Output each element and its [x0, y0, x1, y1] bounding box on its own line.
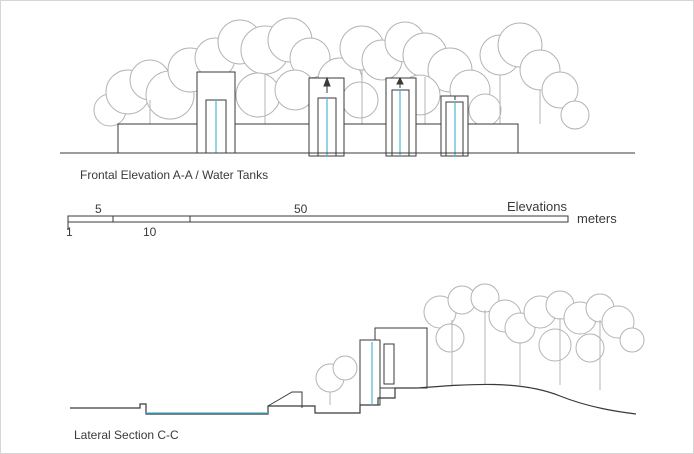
lateral-section-caption: Lateral Section C-C — [74, 428, 179, 442]
lateral-tree-trunks — [329, 310, 601, 405]
lateral-section — [70, 283, 645, 415]
scale-bar-tick-10: 10 — [143, 225, 157, 239]
frontal-tree-canopy — [93, 17, 590, 130]
scale-bar-tick-1: 1 — [66, 225, 73, 239]
lateral-building — [359, 327, 428, 406]
scale-bar-tick-5: 5 — [95, 202, 102, 216]
scale-bar-unit: meters — [577, 211, 617, 226]
scale-bar-tick-50: 50 — [294, 202, 308, 216]
lateral-water — [146, 342, 373, 414]
lateral-ground-profile — [70, 383, 637, 415]
scale-bar-title: Elevations — [507, 199, 567, 214]
frontal-water-lines — [215, 90, 456, 156]
frontal-elevation — [60, 17, 635, 157]
frontal-elevation-caption: Frontal Elevation A-A / Water Tanks — [80, 168, 269, 182]
frontal-arrows — [323, 76, 456, 100]
scale-bar — [67, 215, 569, 230]
lateral-tree-canopy — [315, 283, 645, 393]
ramp — [267, 391, 303, 408]
